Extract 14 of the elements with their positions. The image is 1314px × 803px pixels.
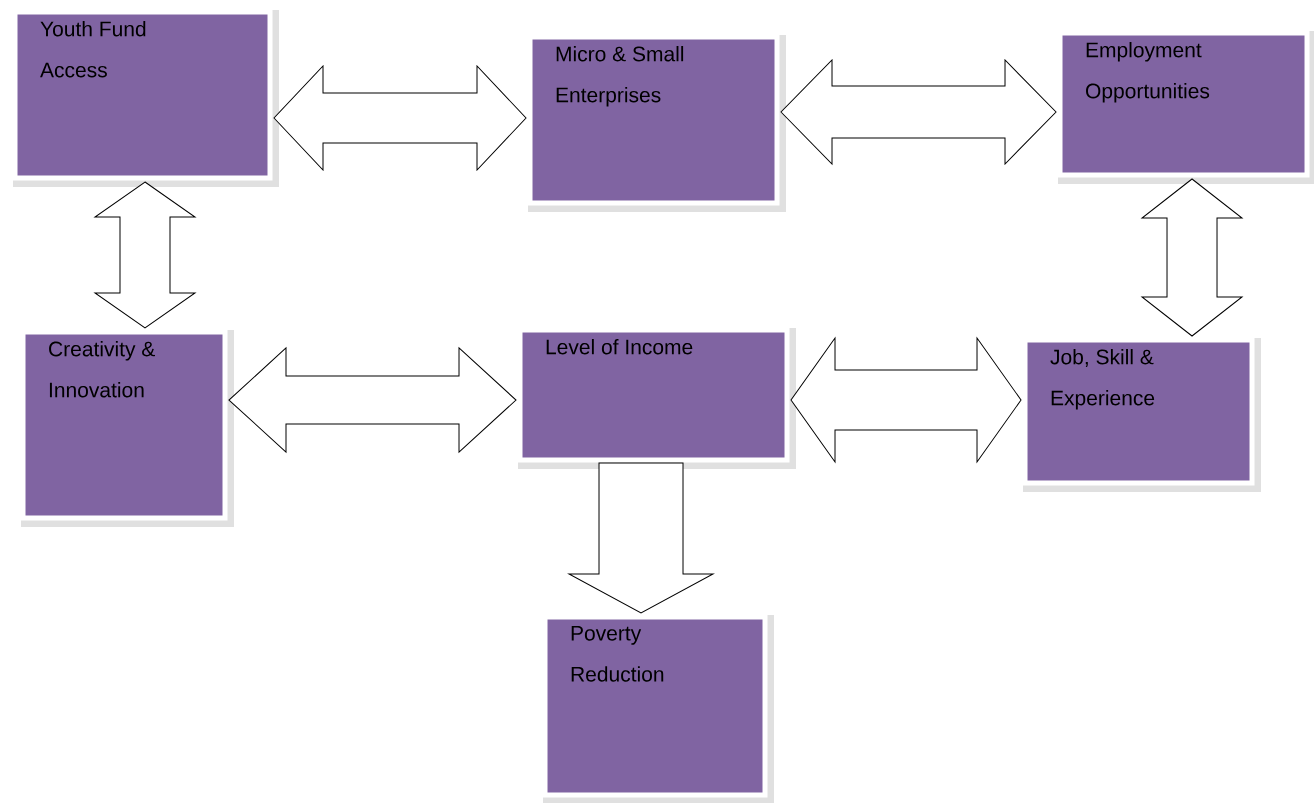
- process-box: Youth Fund Access: [12, 9, 279, 187]
- process-box: Creativity & Innovation: [20, 329, 234, 527]
- process-box: Level of Income: [517, 327, 796, 469]
- process-box: Employment Opportunities: [1057, 30, 1314, 184]
- process-box: Micro & Small Enterprises: [527, 34, 786, 212]
- process-box: Poverty Reduction: [542, 614, 774, 803]
- block-arrow: [780, 59, 1057, 165]
- block-arrow: [228, 347, 517, 453]
- block-arrow: [790, 337, 1022, 463]
- process-box: Job, Skill & Experience: [1022, 337, 1261, 492]
- block-arrow: [273, 65, 527, 171]
- block-arrow: [1141, 178, 1243, 337]
- block-arrow: [568, 462, 714, 614]
- block-arrow: [94, 181, 196, 329]
